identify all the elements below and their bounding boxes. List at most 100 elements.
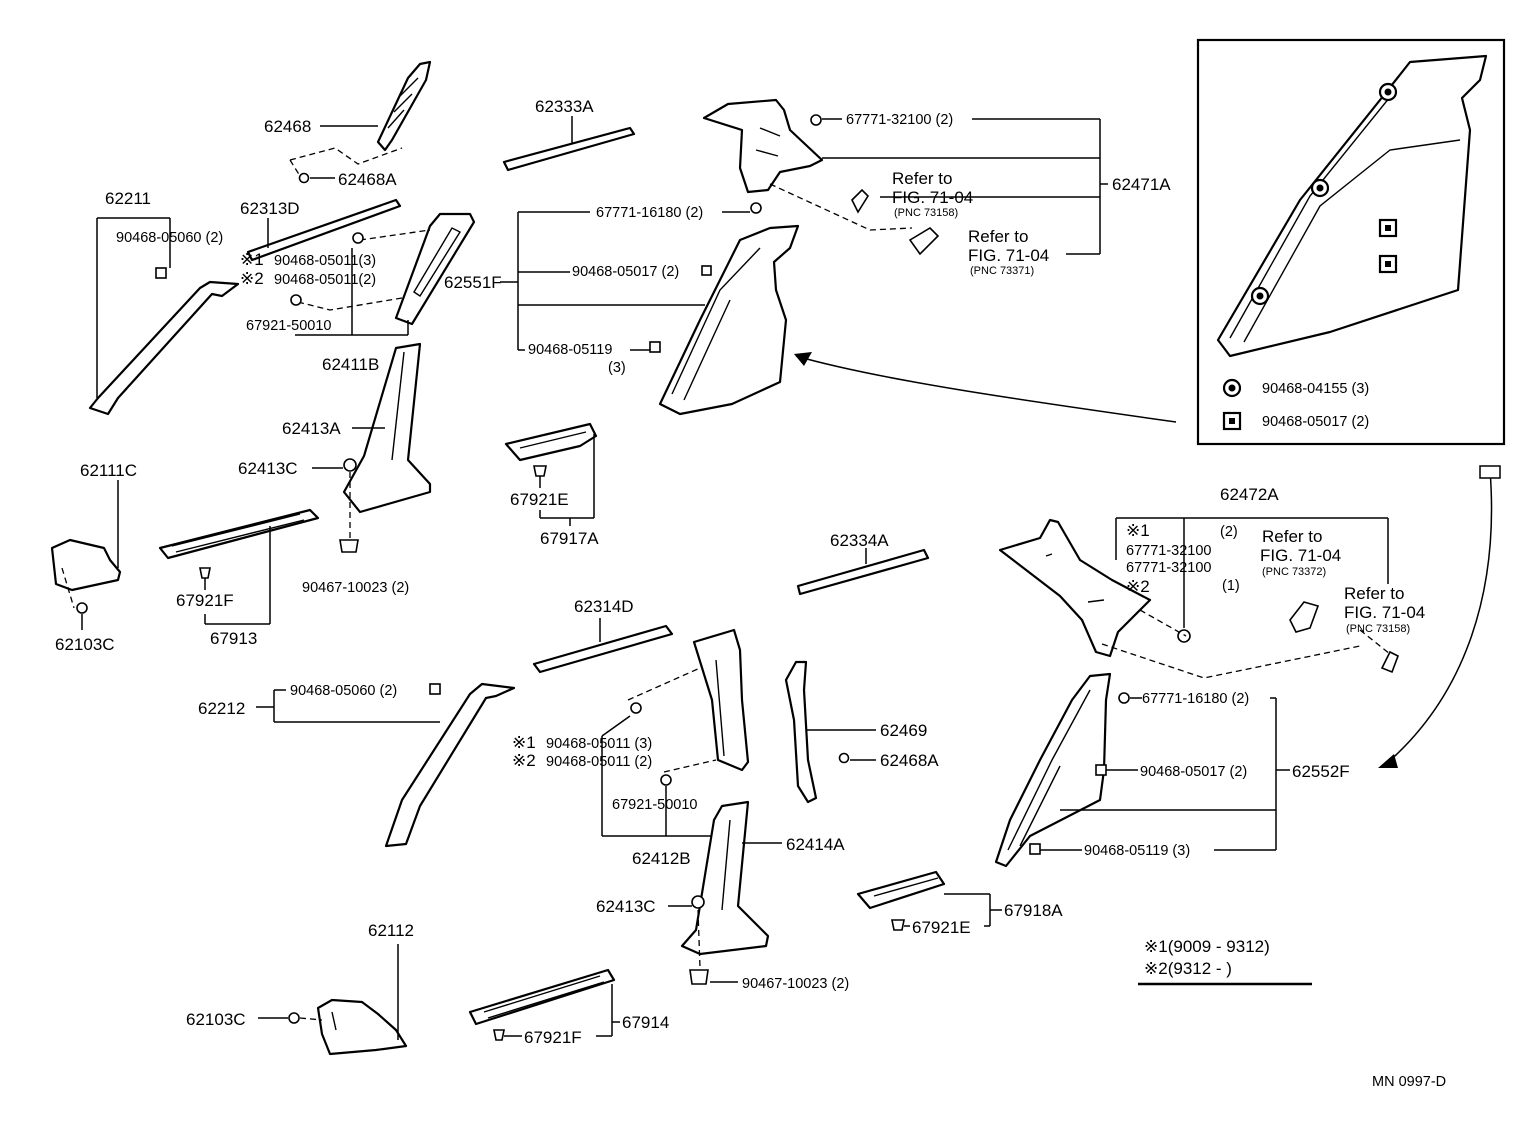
clip-icon [1095,764,1107,776]
label-refer4-a: Refer to [1344,584,1404,603]
label-62211: 62211 [105,189,151,208]
label-62551f: 62551F [444,273,502,292]
label-62333a: 62333A [535,97,594,116]
label-62314d: 62314D [574,597,634,616]
detail-inset [1196,38,1506,446]
clip-icon [1289,601,1320,633]
label-67917a: 67917A [540,529,599,548]
label-90468-05017-top: 90468-05017 (2) [572,264,679,280]
legend-note2: ※2(9312 - ) [1144,959,1232,978]
label-62413c-bot: 62413C [596,897,656,916]
part-62551F [658,224,800,416]
clip-icon [1380,650,1400,674]
label-62411b: 62411B [322,355,379,374]
label-62469: 62469 [880,721,927,740]
clip-icon [908,226,940,256]
label-67921e-bot: 67921E [912,918,971,937]
clip-icon [339,539,359,553]
label-90468-05011-3-bot: 90468-05011 (3) [546,736,652,752]
label-note1-right: ※1 [1126,521,1150,540]
label-67918a: 67918A [1004,901,1063,920]
part-62333A [502,126,636,172]
part-62469 [784,660,818,804]
label-90468-05060-bot: 90468-05060 (2) [290,683,397,699]
label-62468a-bot: 62468A [880,751,939,770]
label-refer4-b: FIG. 71-04 [1344,603,1425,622]
clip-icon [810,114,822,126]
legend-note1: ※1(9009 - 9312) [1144,937,1270,956]
label-62468: 62468 [264,117,311,136]
label-62313d: 62313D [240,199,300,218]
label-note2-right: ※2 [1126,577,1150,596]
label-90467-10023-bot: 90467-10023 (2) [742,976,849,992]
label-67921-50010-top: 67921-50010 [246,318,331,334]
label-note1-bot: ※1 [512,733,536,752]
clip-icon [750,202,762,214]
clip-icon [691,895,705,909]
label-62112: 62112 [368,921,414,940]
label-90468-05119-top-qty: (3) [608,360,626,376]
clip-icon [660,774,672,786]
part-67918A [856,870,946,910]
part-62412B [692,628,750,772]
label-67921f-top: 67921F [176,591,234,610]
label-refer1-c: (PNC 73158) [894,207,958,219]
label-62413c-top: 62413C [238,459,298,478]
label-67771-16180-top: 67771-16180 (2) [596,205,703,221]
label-inset-clip1: 90468-04155 (3) [1262,381,1369,397]
clip-icon [288,1012,300,1024]
label-67921-50010-bot: 67921-50010 [612,797,697,813]
clip-icon [290,294,302,306]
arrow-head-icon [794,352,812,366]
label-refer2-b: FIG. 71-04 [968,246,1049,265]
drawing-code: MN 0997-D [1372,1074,1446,1090]
clip-icon [701,265,712,276]
label-62111c: 62111C [80,461,137,480]
part-62472A [998,518,1152,658]
label-refer2-c: (PNC 73371) [970,265,1034,277]
clip-icon [630,702,642,714]
label-90467-10023-top: 90467-10023 (2) [302,580,409,596]
label-90468-05011-3-top: 90468-05011(3) [274,253,376,269]
clip-icon [1118,692,1130,704]
clip-icon [649,341,661,353]
clip-icon [298,172,310,184]
clip-icon [838,752,850,764]
label-62471a: 62471A [1112,175,1171,194]
part-62314D [532,624,674,674]
label-refer3-a: Refer to [1262,527,1322,546]
label-refer4-c: (PNC 73158) [1346,623,1410,635]
part-62212 [384,682,516,848]
label-62412b: 62412B [632,849,691,868]
part-62413A [342,342,432,514]
label-62472a: 62472A [1220,485,1279,504]
label-refer1-a: Refer to [892,169,952,188]
label-62413a: 62413A [282,419,341,438]
part-62313D [246,198,402,262]
clip-icon [343,458,357,472]
clip-icon [429,683,441,695]
label-qty1-right: (1) [1222,578,1240,594]
label-62103c-top: 62103C [55,635,115,654]
reference-arrow [795,355,1177,423]
part-62111C [50,538,122,592]
label-refer3-c: (PNC 73372) [1262,566,1326,578]
label-note2-top: ※2 [240,269,264,288]
label-inset-clip2: 90468-05017 (2) [1262,414,1369,430]
clip-icon [199,567,211,579]
label-refer1-b: FIG. 71-04 [892,188,973,207]
clip-icon [76,602,88,614]
clip-icon [891,919,905,931]
label-90468-05119-bot: 90468-05119 (3) [1084,843,1190,859]
label-qty2-right: (2) [1220,524,1238,540]
part-67913 [158,508,320,560]
part-67914 [468,968,616,1026]
label-62334a: 62334A [830,531,889,550]
label-note2-bot: ※2 [512,751,536,770]
label-62552f: 62552F [1292,762,1350,781]
part-62414A [680,800,770,956]
label-90468-05011-2-top: 90468-05011(2) [274,272,376,288]
clip-icon [1177,629,1191,643]
label-62212: 62212 [198,699,245,718]
